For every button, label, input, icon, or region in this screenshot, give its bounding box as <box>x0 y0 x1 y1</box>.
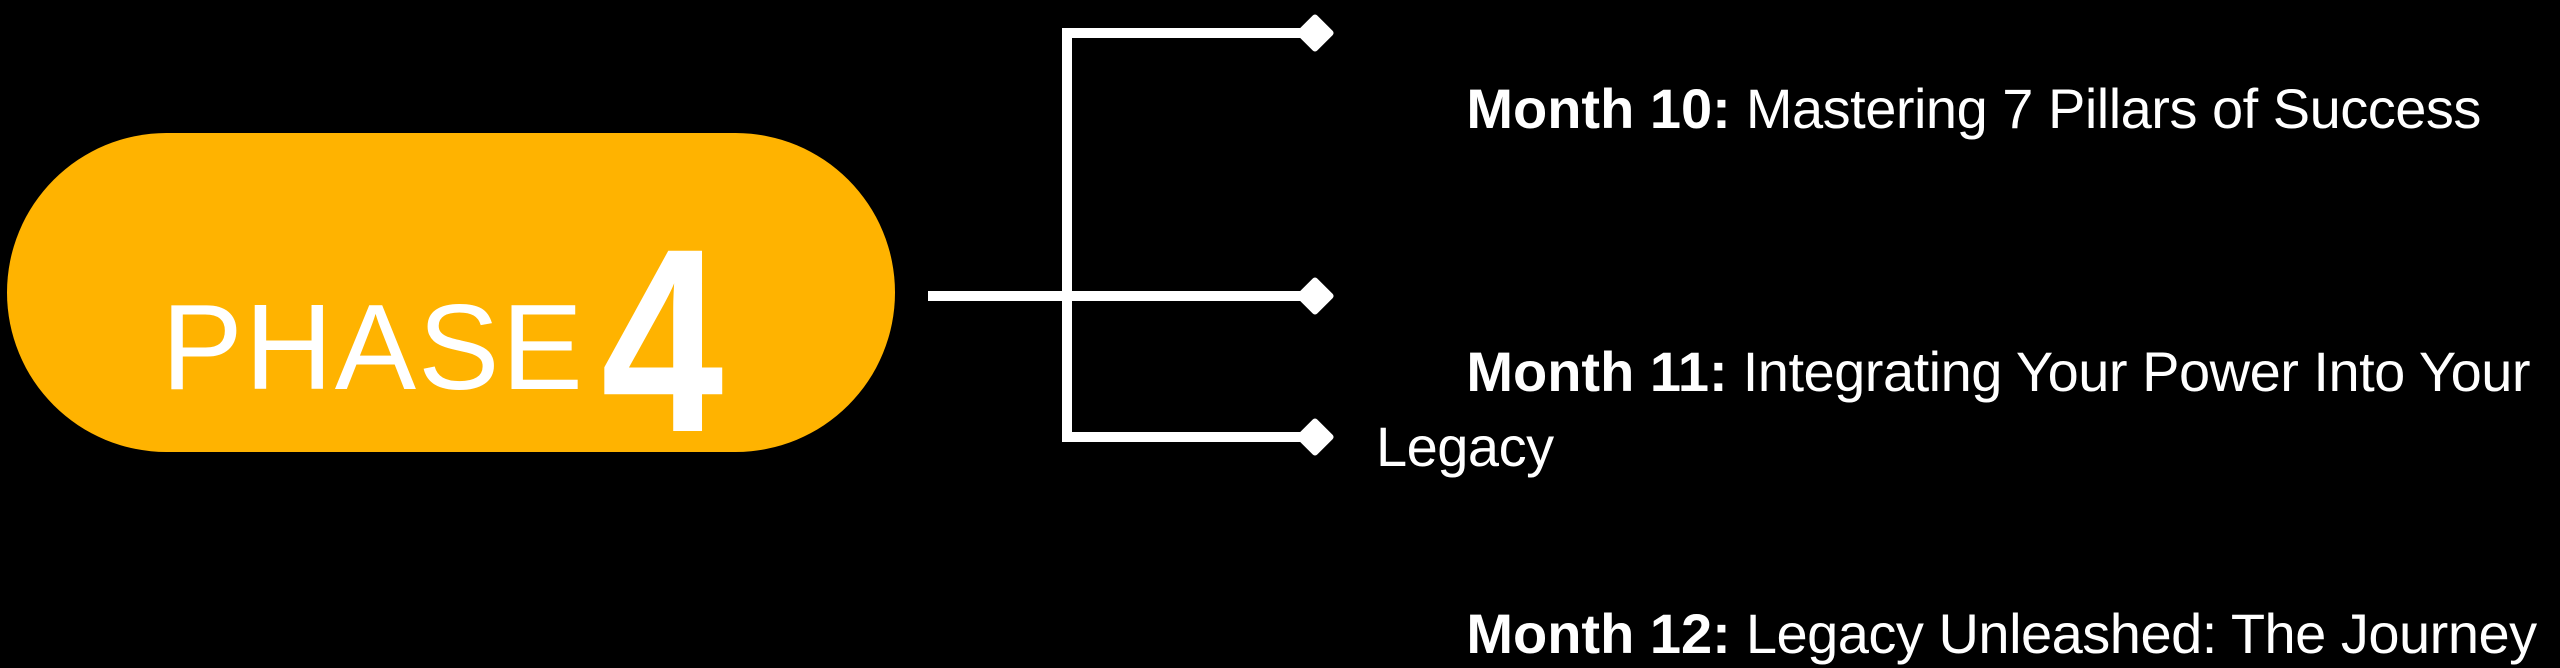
milestone-month-label: Month 10: <box>1466 77 1731 140</box>
phase-badge: PHASE 4 <box>7 133 895 471</box>
phase-word-label: PHASE <box>161 278 585 415</box>
connector-branch-3 <box>1062 432 1307 442</box>
phase-badge-content: PHASE 4 <box>161 168 740 471</box>
milestone-title: Legacy Unleashed: The Journey Forward <box>1745 602 2537 665</box>
milestone-month-label: Month 12: <box>1466 602 1731 665</box>
milestone-list: Month 10: Mastering 7 Pillars of Success… <box>1376 0 2560 668</box>
milestone-item: Month 12: Legacy Unleashed: The Journey … <box>1376 521 2546 668</box>
connector-stem <box>928 291 1067 301</box>
diamond-marker-icon-3 <box>1295 417 1335 457</box>
diamond-marker-icon-2 <box>1295 276 1335 316</box>
milestone-title: Mastering 7 Pillars of Success <box>1730 77 2482 140</box>
connector-branch-2 <box>1062 291 1307 301</box>
milestone-item: Month 10: Mastering 7 Pillars of Success <box>1376 0 2546 221</box>
phase-number-label: 4 <box>600 193 723 487</box>
milestone-item: Month 11: Integrating Your Power Into Yo… <box>1376 259 2546 559</box>
connector-spine <box>1062 28 1072 442</box>
milestone-month-label: Month 11: <box>1466 340 1728 403</box>
diamond-marker-icon-1 <box>1295 13 1335 53</box>
milestone-title: Integrating Your Power Into Your Legacy <box>1376 340 2546 478</box>
connector-branch-1 <box>1062 28 1307 38</box>
